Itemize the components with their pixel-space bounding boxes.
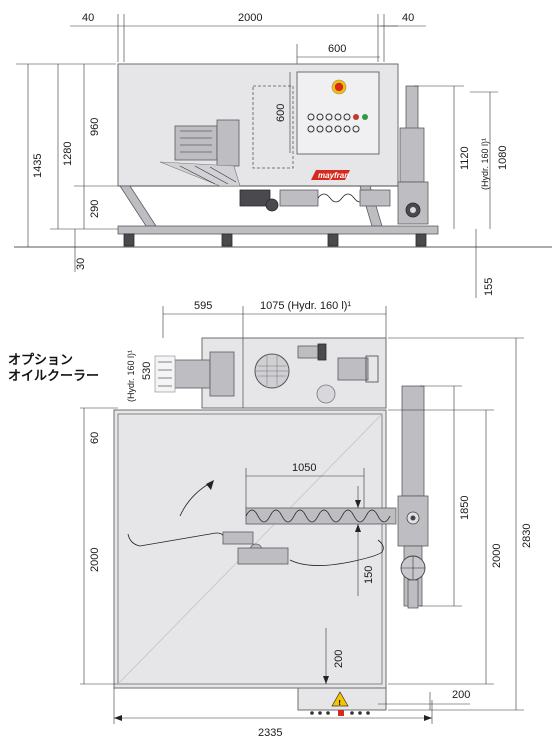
dim-right-offset: 155 — [483, 278, 495, 296]
dim-screw-offset: 150 — [363, 566, 375, 584]
dim-pump-depth: 1850 — [459, 496, 471, 520]
dim-panel-width: 600 — [328, 43, 346, 55]
dim-hydr-side-label: (Hydr. 160 l)¹ — [126, 350, 136, 402]
dim-pump-height-hydr: 1080 — [497, 146, 509, 170]
dim-motor-depth: 530 — [141, 362, 153, 380]
svg-text:!: ! — [338, 699, 341, 707]
panel-buttons — [307, 113, 360, 133]
dim-leg-height: 290 — [89, 200, 101, 218]
dim-screw-length: 1050 — [292, 462, 316, 474]
dim-right-margin: 40 — [402, 12, 414, 24]
dim-panel-height: 600 — [275, 104, 287, 122]
dim-upper-height: 960 — [89, 118, 101, 136]
option-note-line2: オイルクーラー — [8, 369, 99, 384]
dim-left-margin: 40 — [82, 12, 94, 24]
red-indicator — [353, 114, 359, 120]
dim-bottom-gap: 200 — [333, 650, 345, 668]
emergency-stop-button — [334, 82, 344, 92]
dim-overall-depth: 2830 — [521, 524, 533, 548]
caster-2 — [221, 233, 233, 247]
option-note-line1: オプション — [8, 353, 73, 368]
conveyor-motor — [239, 189, 271, 207]
side-view: 40 2000 40 600 1435 1280 960 290 30 — [14, 12, 552, 298]
dim-hydr-width: 1075 (Hydr. 160 l)¹ — [260, 300, 351, 312]
svg-text:mayfran: mayfran — [318, 171, 349, 180]
green-indicator — [362, 114, 368, 120]
dim-overall-length: 2000 — [238, 12, 262, 24]
dim-overall-width: 2335 — [258, 727, 282, 739]
dim-tank-height: 1280 — [62, 142, 74, 166]
dim-motor-width: 595 — [194, 300, 212, 312]
caster-3 — [327, 233, 339, 247]
dim-tank-depth: 2000 — [89, 548, 101, 572]
dim-hydraulic-label: (Hydr. 160 l)¹ — [480, 138, 490, 190]
motor-side — [174, 125, 218, 161]
dim-pump-height: 1120 — [459, 146, 471, 170]
top-view: 595 1075 (Hydr. 160 l)¹ オプション オイルクーラー (H… — [8, 300, 533, 739]
dim-total-height: 1435 — [32, 154, 44, 178]
dim-right-gap: 200 — [452, 689, 470, 701]
warning-sign — [331, 691, 349, 707]
caster-4 — [415, 233, 427, 247]
caster-1 — [123, 233, 135, 247]
pump-cap — [405, 85, 419, 131]
pump-pipe — [401, 385, 425, 497]
dim-floor-offset: 30 — [75, 258, 87, 270]
dim-top-gap: 60 — [89, 432, 101, 444]
dim-depth-right: 2000 — [491, 544, 503, 568]
oil-cooler-motor — [169, 359, 211, 389]
brand-logo: mayfran — [311, 170, 350, 180]
